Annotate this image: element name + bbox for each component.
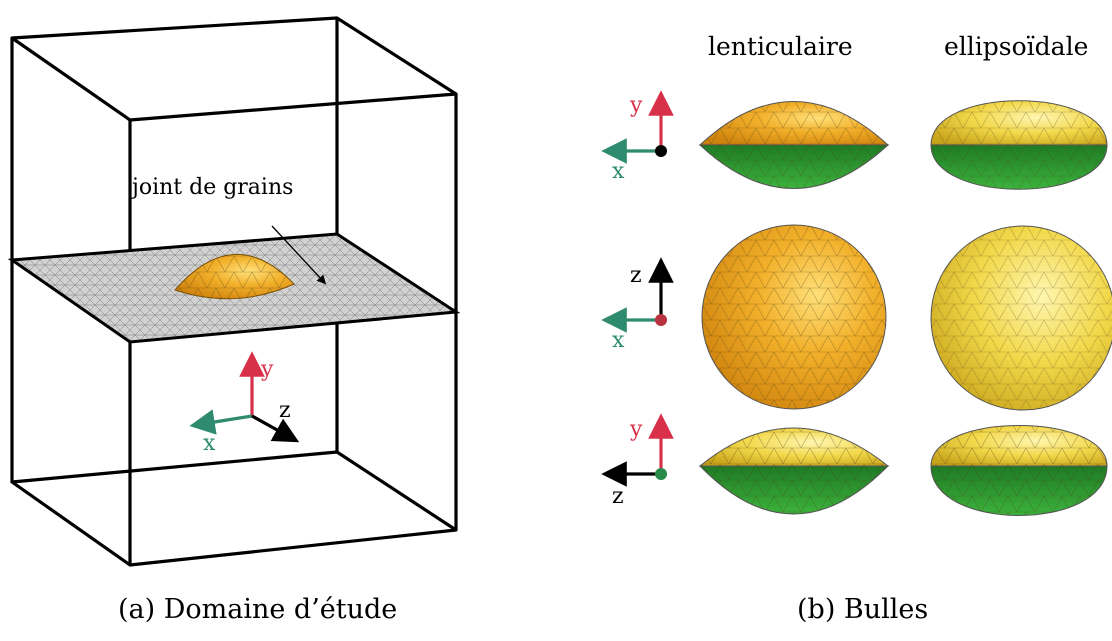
axes-row-3: y z bbox=[601, 413, 674, 509]
axis-x-label: x bbox=[203, 431, 216, 456]
axis-y-label: y bbox=[260, 357, 274, 382]
bubble-on-plane bbox=[174, 253, 295, 300]
row2-vertical-label: z bbox=[630, 263, 642, 288]
bubble-ellipsoidal-row1 bbox=[930, 100, 1108, 190]
axis-z-label: z bbox=[279, 398, 291, 423]
row3-horizontal-label: z bbox=[612, 484, 624, 509]
axes-row-2: z x bbox=[601, 257, 674, 353]
column-header-ellipsoidale: ellipsoïdale bbox=[944, 32, 1088, 61]
bubble-lenticular-row3 bbox=[698, 427, 890, 515]
bubble-lenticular-row1 bbox=[698, 101, 890, 189]
annotation-arrow bbox=[271, 225, 327, 285]
bubble-ellipsoidal-row2 bbox=[930, 225, 1112, 411]
axes-row-1: y x bbox=[601, 90, 674, 184]
caption-b: (b) Bulles bbox=[797, 594, 928, 625]
grain-boundary-label: joint de grains bbox=[129, 175, 293, 200]
bubble-lenticular-row2 bbox=[701, 224, 887, 410]
bubble-ellipsoidal-row3 bbox=[930, 425, 1108, 516]
column-header-lenticulaire: lenticulaire bbox=[708, 32, 853, 61]
axes-triad-a: y x z bbox=[189, 351, 300, 456]
caption-a: (a) Domaine d’étude bbox=[118, 594, 397, 625]
row2-horizontal-label: x bbox=[612, 328, 625, 353]
row1-horizontal-label: x bbox=[612, 159, 625, 184]
row1-vertical-label: y bbox=[629, 93, 643, 118]
row3-vertical-label: y bbox=[629, 417, 643, 442]
